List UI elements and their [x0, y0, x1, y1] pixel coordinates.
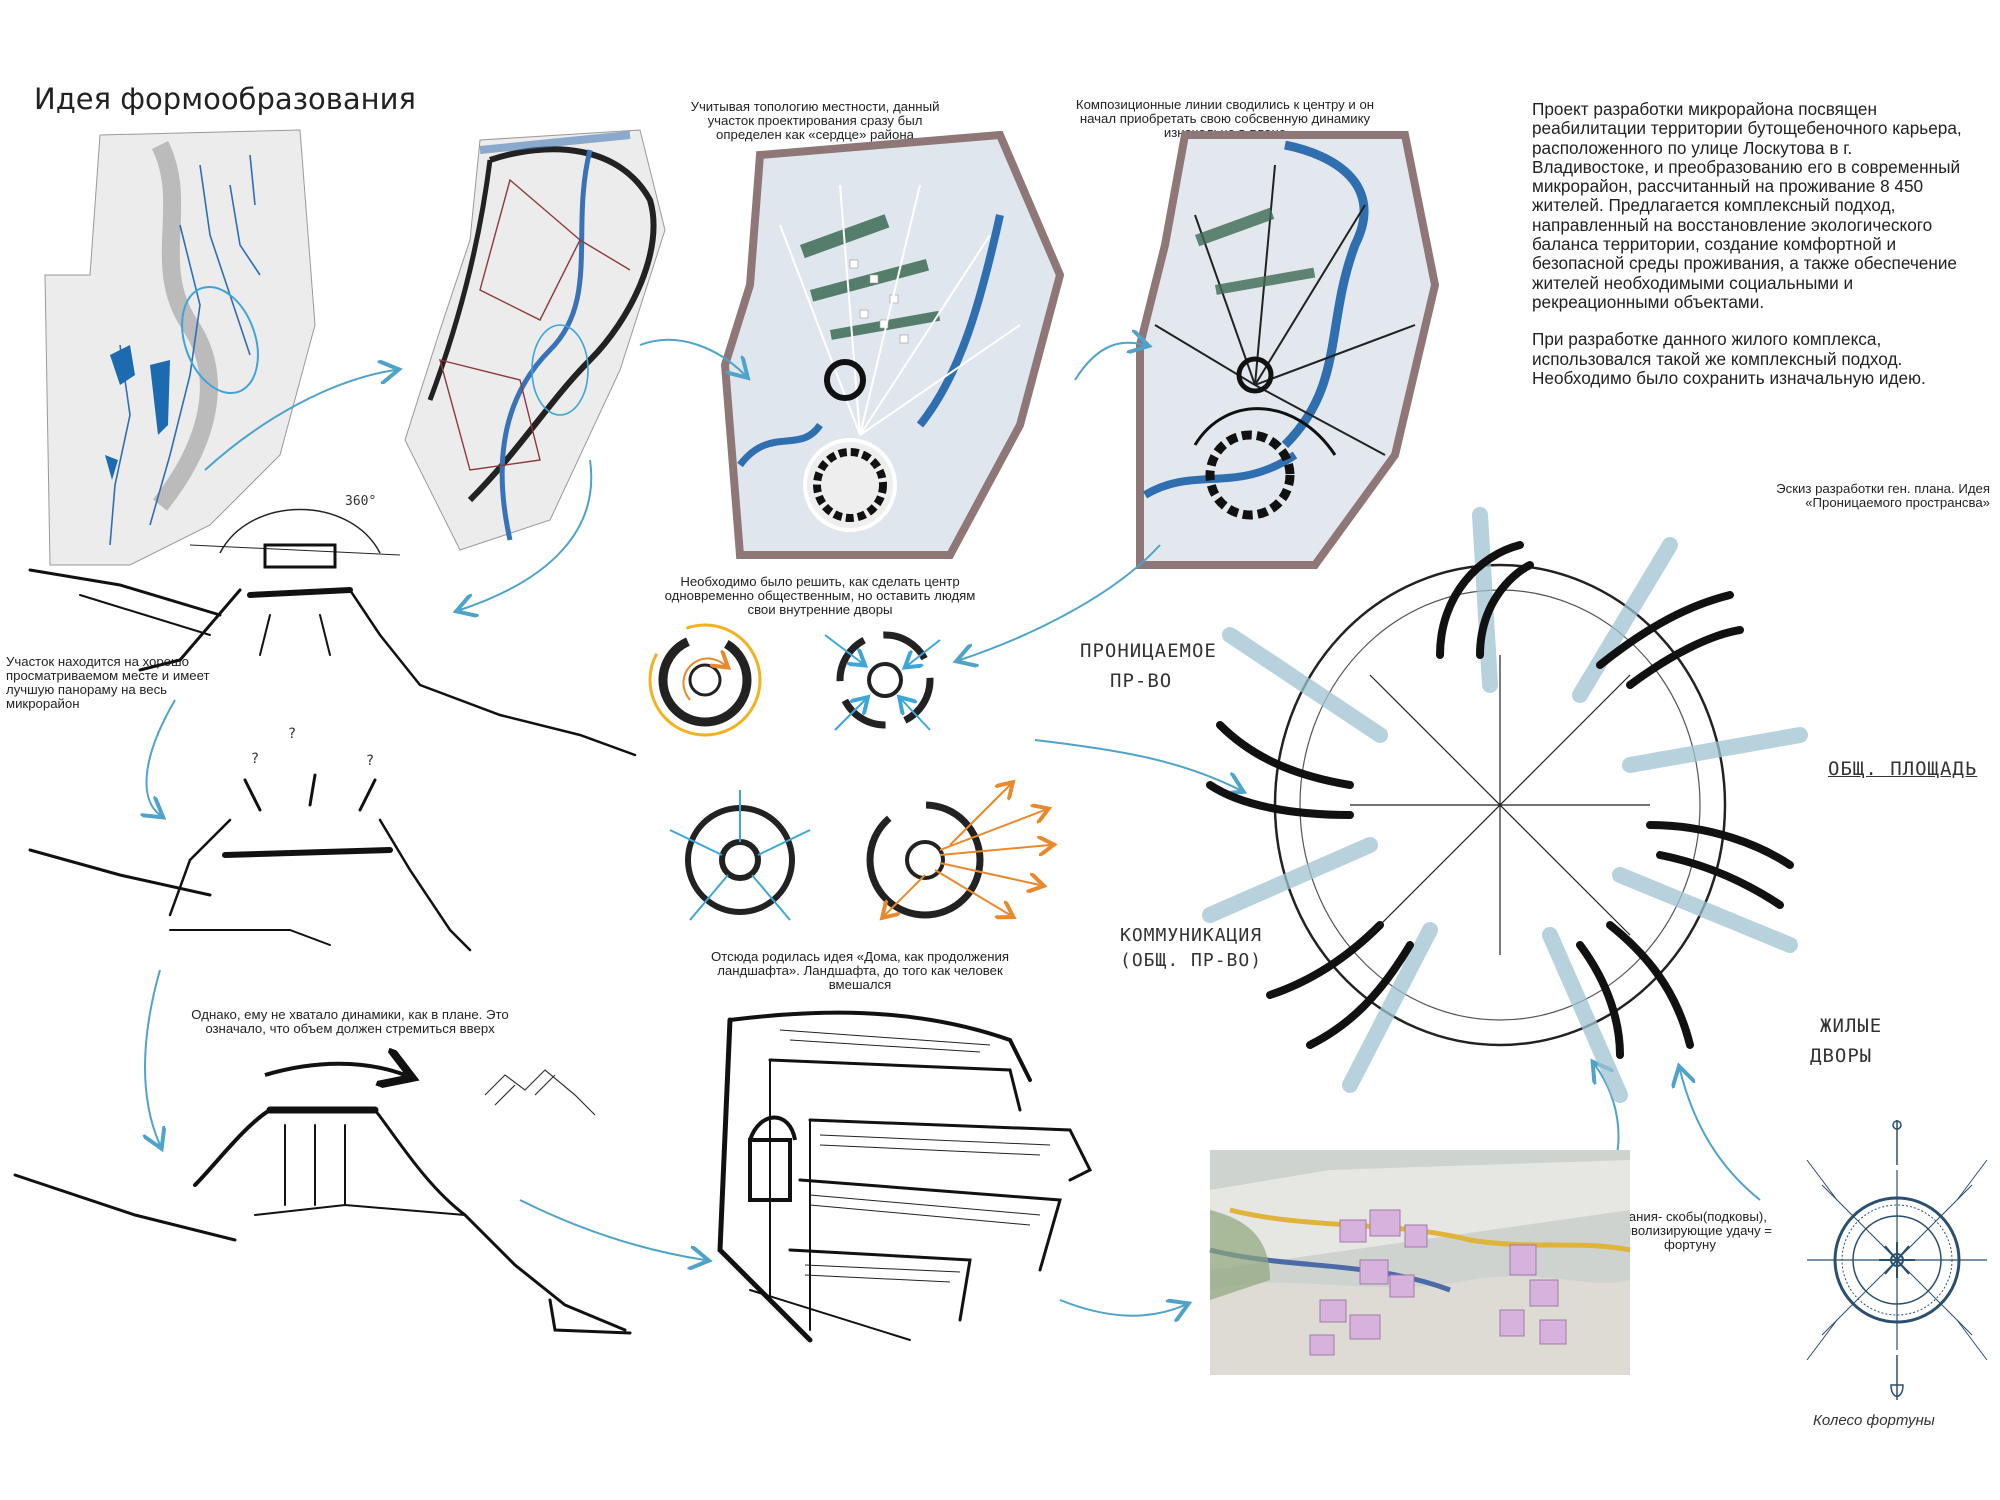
arrow-volume-model [1059, 1300, 1185, 1316]
composition-scheme [404, 129, 666, 551]
degrees-label: 360° [345, 494, 376, 509]
label-square: ОБЩ. ПЛОЩАДЬ [1828, 758, 1978, 780]
label-communication-2: (ОБЩ. ПР-ВО) [1120, 950, 1263, 971]
arrow-wheel-plan [1680, 1070, 1761, 1201]
concept-circles [648, 623, 1070, 921]
svg-text:?: ? [288, 726, 296, 742]
arrow-map3-map4 [1074, 343, 1145, 381]
note-center: Необходимо было решить, как сделать цент… [664, 574, 976, 617]
landscape-house-sketch [717, 1010, 1093, 1343]
concept-circle-spiral [648, 623, 762, 737]
arrow-map2-map3 [639, 338, 745, 375]
arrow-map2-sketch [460, 459, 593, 610]
description-paragraph-2: При разработке данного жилого комплекса,… [1532, 329, 1926, 388]
arrow-map4-circles [960, 544, 1161, 660]
arrow-sketch2-sketch3 [145, 969, 160, 1145]
note-topology: Учитывая топологию местности, данный уча… [690, 99, 940, 142]
panorama-sketch: 360° [28, 494, 637, 757]
label-communication-1: КОММУНИКАЦИЯ [1120, 925, 1263, 946]
model-photo [1209, 1150, 1631, 1375]
wheel-of-fortune-icon [1806, 1120, 1988, 1400]
arrow-sketch3-volume [519, 1199, 705, 1260]
concept-circle-inward [824, 631, 941, 731]
description-paragraph-1: Проект разработки микрорайона посвящен р… [1532, 99, 1962, 312]
arrow-sketch1-sketch2 [146, 699, 176, 815]
volume-sketch-question: ??? [28, 726, 472, 952]
site-plan [720, 130, 1065, 559]
label-permeable-2: ПР-ВО [1110, 670, 1173, 692]
wheel-caption: Колесо фортуны [1813, 1412, 1935, 1429]
concept-circle-radial [669, 790, 811, 921]
note-buildings: Здания- скобы(подковы), символизирующие … [1607, 1209, 1772, 1252]
arrow-map1-map2 [204, 370, 395, 471]
concept-circle-outward [866, 785, 1050, 915]
note-sketch: Эскиз разработки ген. плана. Идея «Прони… [1776, 481, 1990, 510]
note-landscape: Отсюда родилась идея «Дома, как продолже… [710, 949, 1010, 992]
composition-plan [1136, 131, 1440, 569]
survey-map [44, 129, 316, 566]
label-yards-1: ЖИЛЫЕ [1820, 1015, 1883, 1037]
page-title: Идея формообразования [34, 82, 416, 116]
svg-text:?: ? [251, 751, 259, 767]
description-text: Проект разработки микрорайона посвящен р… [1532, 99, 1972, 406]
upward-volume-sketch [13, 1065, 632, 1335]
note-dynamics: Однако, ему не хватало динамики, как в п… [191, 1007, 509, 1036]
arrow-circles-plan [1034, 739, 1240, 790]
note-site: Участок находится на хорошо просматривае… [6, 654, 210, 711]
svg-text:?: ? [366, 753, 374, 769]
label-permeable-1: ПРОНИЦАЕМОЕ [1080, 640, 1217, 662]
masterplan-sketch [1202, 507, 1808, 1103]
label-yards-2: ДВОРЫ [1810, 1045, 1873, 1067]
